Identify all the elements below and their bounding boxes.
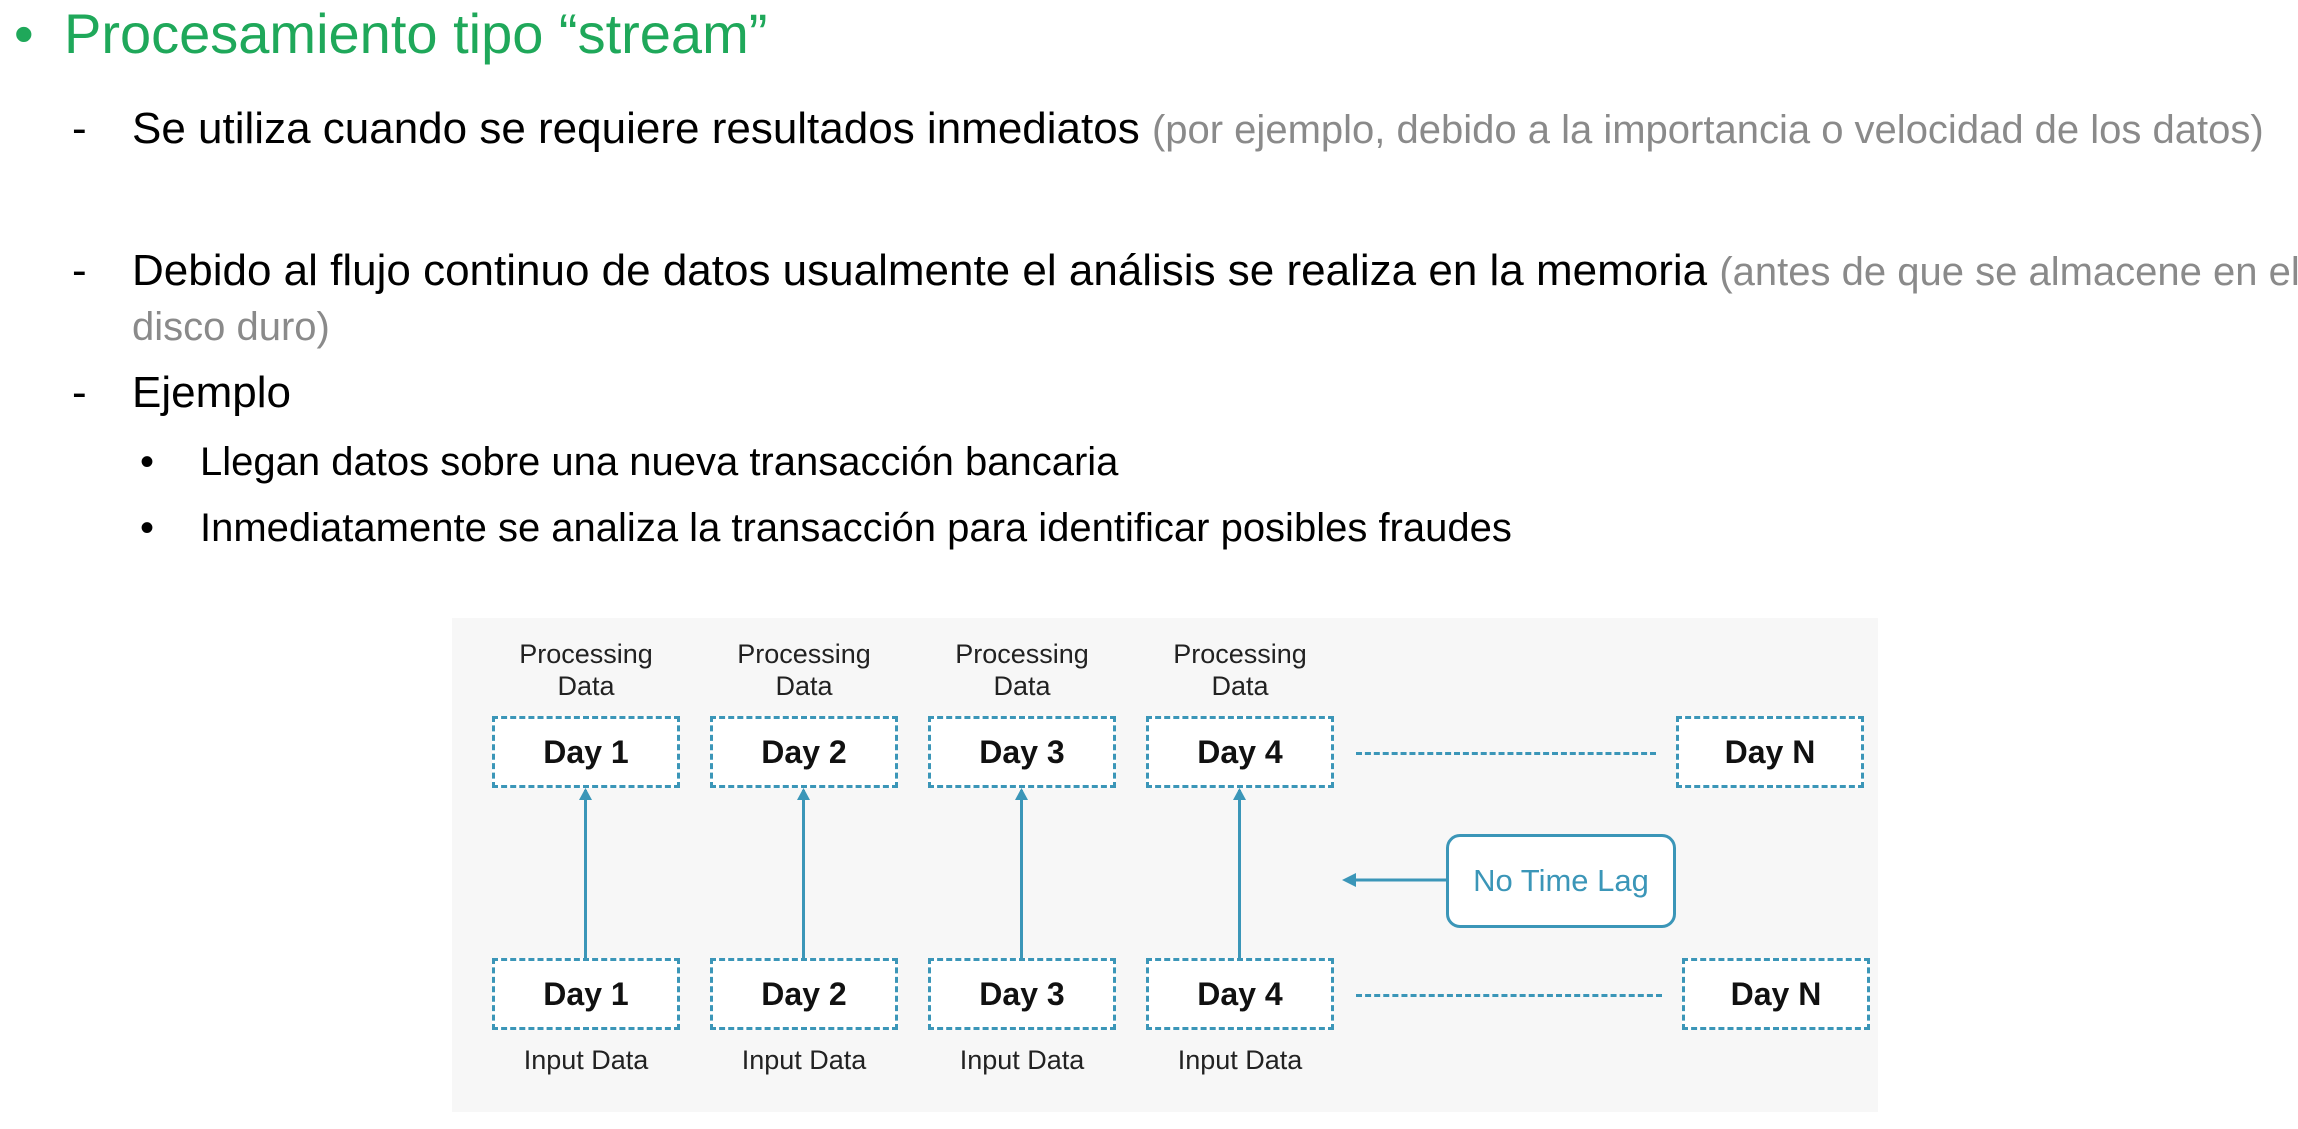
arrowhead-day-1 [579,788,592,800]
arrowhead-day-4 [1233,788,1246,800]
connector-day-2 [802,790,805,958]
item-text: Se utiliza cuando se requiere resultados… [132,102,2298,157]
input-label-1: Input Data [523,1045,649,1075]
title-bullet: • [14,2,34,65]
dash-marker: - [72,368,87,417]
connector-day-4 [1238,790,1241,958]
no-time-lag-callout: No Time Lag [1446,834,1676,928]
input-label-2: Input Data [741,1045,867,1075]
slide-title: • Procesamiento tipo “stream” [14,2,767,66]
item-text: Ejemplo [132,366,2298,420]
dash-marker: - [72,246,87,295]
item-main-text: Ejemplo [132,368,291,417]
input-day-1-box: Day 1 [492,958,680,1030]
item-note-text: (antes de que se almacene en el disco du… [132,250,2298,349]
item-main-text: Se utiliza cuando se requiere resultados… [132,104,1152,153]
sub-bullet: • [140,440,155,484]
callout-arrowhead [1342,873,1356,887]
dash-marker: - [72,104,87,153]
input-label-4: Input Data [1177,1045,1303,1075]
processing-day-4-box: Day 4 [1146,716,1334,788]
item-note-text: (por ejemplo, debido a la importancia o … [1151,108,2264,152]
processing-day-2-box: Day 2 [710,716,898,788]
connector-day-3 [1020,790,1023,958]
processing-day-3-box: Day 3 [928,716,1116,788]
item-main-text: Debido al flujo continuo de datos usualm… [132,246,1720,295]
arrowheads [579,788,1448,887]
processing-day-n-box: Day N [1676,716,1864,788]
sub-item-text: Llegan datos sobre una nueva transacción… [200,440,1119,484]
connector-day-1 [584,790,587,958]
arrowhead-day-3 [1015,788,1028,800]
input-day-n-box: Day N [1682,958,1870,1030]
bottom-continuation-line [1356,994,1662,997]
input-label-3: Input Data [959,1045,1085,1075]
input-day-4-box: Day 4 [1146,958,1334,1030]
input-day-3-box: Day 3 [928,958,1116,1030]
sub-item-text: Inmediatamente se analiza la transacción… [200,506,1512,550]
arrowhead-day-2 [797,788,810,800]
input-day-2-box: Day 2 [710,958,898,1030]
item-text: Debido al flujo continuo de datos usualm… [132,244,2298,354]
sub-bullet: • [140,506,155,550]
title-text: Procesamiento tipo “stream” [64,2,768,65]
top-continuation-line [1356,752,1656,755]
processing-day-1-box: Day 1 [492,716,680,788]
